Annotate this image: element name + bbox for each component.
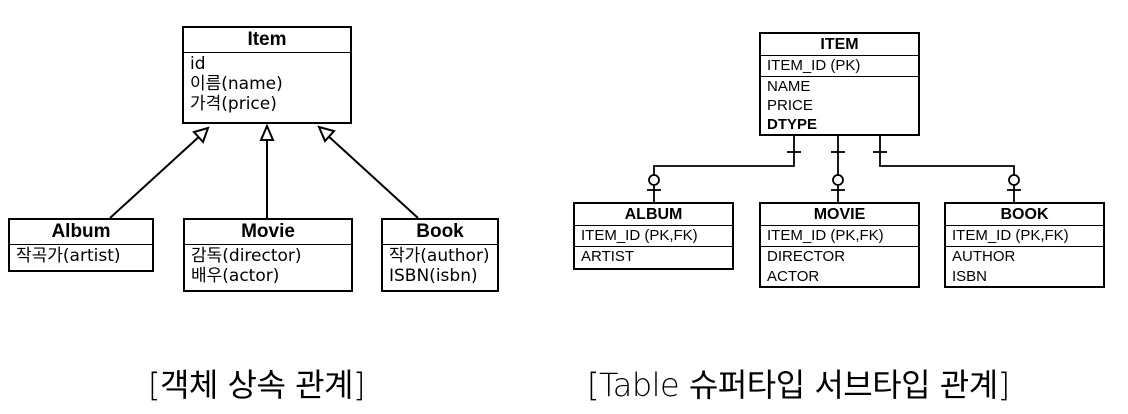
item-class-box: Item id 이름(name) 가격(price): [182, 26, 352, 124]
movie-attr-actor: 배우(actor): [191, 266, 280, 286]
album-class-box: Album 작곡가(artist): [8, 218, 154, 272]
album-class-title: Album: [10, 220, 152, 245]
item-book-line: [879, 136, 1015, 202]
movie-class-title: Movie: [185, 220, 351, 245]
book-attr-isbn: ISBN(isbn): [389, 266, 478, 286]
item-album-line: [653, 136, 795, 202]
movie-table-box: MOVIE ITEM_ID (PK,FK) DIRECTOR ACTOR: [759, 202, 920, 288]
album-table-box: ALBUM ITEM_ID (PK,FK) ARTIST: [573, 202, 734, 270]
erd-relationships: [647, 136, 1021, 202]
book-table-box: BOOK ITEM_ID (PK,FK) AUTHOR ISBN: [944, 202, 1105, 288]
book-attr-author: 작가(author): [389, 246, 490, 266]
album-table-pk: ITEM_ID (PK,FK): [581, 227, 698, 244]
book-arrowhead: [317, 125, 336, 143]
item-table-col-price: PRICE: [767, 97, 813, 114]
movie-table-title: MOVIE: [761, 204, 918, 226]
book-class-title: Book: [383, 220, 497, 245]
book-table-title: BOOK: [946, 204, 1103, 226]
inheritance-arrows: [109, 123, 419, 219]
item-table-title: ITEM: [761, 34, 918, 56]
movie-arrowhead: [259, 123, 275, 141]
item-table-col-name: NAME: [767, 78, 811, 95]
album-table-title: ALBUM: [575, 204, 732, 226]
movie-table-col-actor: ACTOR: [767, 268, 820, 285]
table-diagram-caption: [Table 슈퍼타입 서브타입 관계]: [587, 366, 1010, 404]
movie-attr-director: 감독(director): [191, 246, 302, 266]
item-class-title: Item: [184, 28, 350, 53]
item-attr-name: 이름(name): [190, 74, 283, 94]
item-table-col-dtype: DTYPE: [767, 116, 818, 133]
album-attr-artist: 작곡가(artist): [16, 246, 121, 266]
item-table-pk: ITEM_ID (PK): [767, 57, 861, 74]
object-diagram-caption: [객체 상속 관계]: [148, 366, 365, 404]
item-attr-id: id: [190, 54, 206, 74]
book-class-box: Book 작가(author) ISBN(isbn): [381, 218, 499, 292]
album-to-item-line: [109, 133, 203, 219]
item-table-box: ITEM ITEM_ID (PK) NAME PRICE DTYPE: [759, 32, 920, 136]
album-arrowhead: [192, 126, 210, 144]
book-to-item-line: [325, 133, 419, 219]
book-table-pk: ITEM_ID (PK,FK): [952, 227, 1069, 244]
book-table-col-isbn: ISBN: [952, 268, 988, 285]
book-table-col-author: AUTHOR: [952, 248, 1016, 265]
movie-table-col-director: DIRECTOR: [767, 248, 846, 265]
item-attr-price: 가격(price): [190, 94, 277, 114]
movie-class-box: Movie 감독(director) 배우(actor): [183, 218, 353, 292]
movie-table-pk: ITEM_ID (PK,FK): [767, 227, 884, 244]
album-table-col-artist: ARTIST: [581, 248, 635, 265]
